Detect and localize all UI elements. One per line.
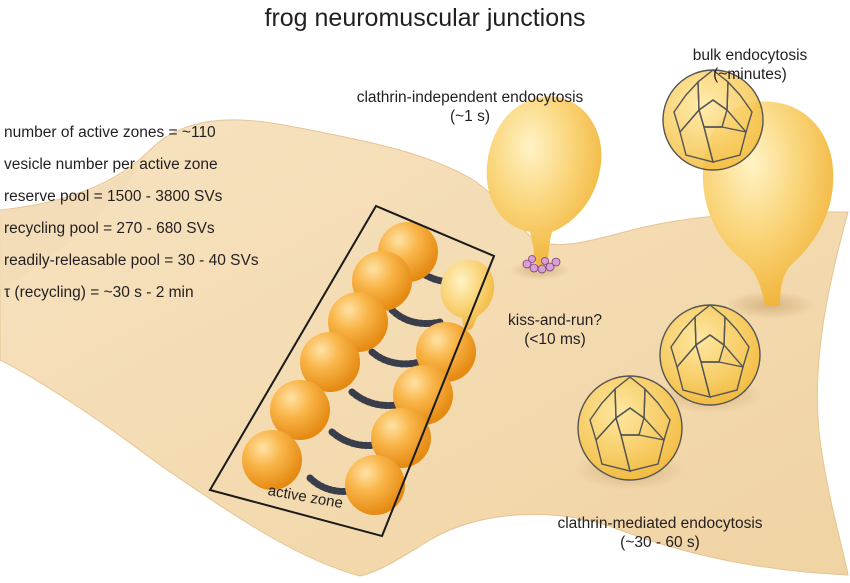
- clathrin-mediated-cage-lower: [577, 375, 683, 481]
- clathrin-mediated-name: clathrin-mediated endocytosis: [557, 515, 763, 532]
- label-kiss-and-run: kiss-and-run? (<10 ms): [490, 311, 620, 349]
- clathrin-independent-name: clathrin-independent endocytosis: [356, 89, 584, 106]
- stat-vesicles-per-zone: vesicle number per active zone: [4, 156, 218, 173]
- stat-readily-releasable-pool: readily-releasable pool = 30 - 40 SVs: [4, 252, 259, 269]
- kiss-and-run-vesicle: [440, 259, 495, 330]
- clathrin-independent-time: (~1 s): [449, 108, 491, 125]
- figure-title: frog neuromuscular junctions: [264, 4, 586, 32]
- label-clathrin-mediated: clathrin-mediated endocytosis (~30 - 60 …: [520, 514, 800, 552]
- clathrin-mediated-cage-upper: [659, 304, 761, 406]
- stat-recycling-pool: recycling pool = 270 - 680 SVs: [4, 220, 215, 237]
- clathrin-independent-vesicle: [486, 96, 602, 274]
- active-zone-outline: [208, 204, 496, 538]
- stat-reserve-pool: reserve pool = 1500 - 3800 SVs: [4, 188, 223, 205]
- stat-recycling-time: τ (recycling) = ~30 s - 2 min: [4, 284, 194, 301]
- kiss-and-run-name: kiss-and-run?: [508, 312, 602, 329]
- label-bulk-endocytosis: bulk endocytosis (~minutes): [660, 46, 840, 84]
- kiss-and-run-time: (<10 ms): [524, 331, 586, 348]
- membrane-fold-left: [0, 150, 150, 290]
- bulk-endocytosis-name: bulk endocytosis: [692, 47, 808, 64]
- dynamin-ring: [522, 255, 561, 274]
- label-clathrin-independent: clathrin-independent endocytosis (~1 s): [320, 88, 620, 126]
- clathrin-mediated-time: (~30 - 60 s): [620, 534, 700, 551]
- stat-active-zones: number of active zones = ~110: [4, 124, 216, 141]
- bulk-clathrin-cage: [662, 69, 764, 171]
- bulk-endocytosis-time: (~minutes): [713, 66, 787, 83]
